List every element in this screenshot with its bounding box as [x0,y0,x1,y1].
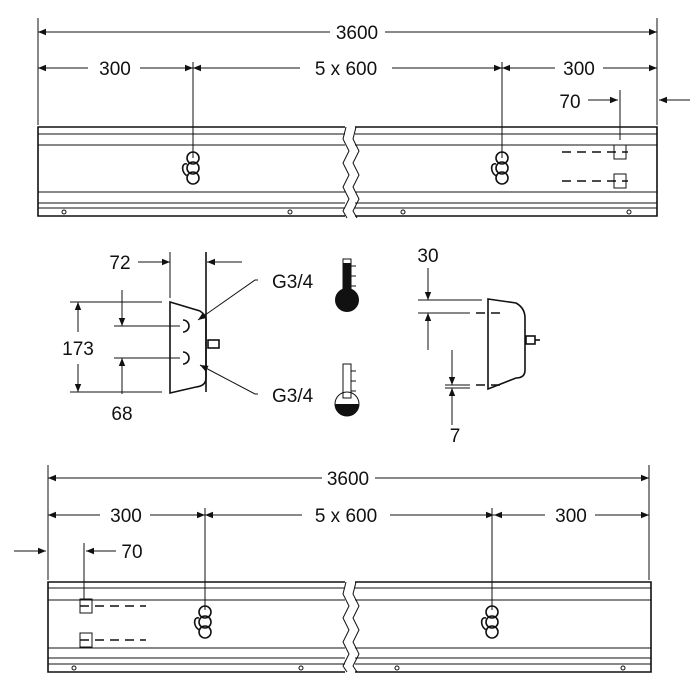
spray-nozzle-icon [193,605,212,639]
bottom-offset-dimension: 7 [450,426,461,447]
thermometer-cold-icon [334,363,360,417]
total-length-dimension: 3600 [327,469,369,490]
right-segment-dimension: 300 [563,59,595,80]
side-view: 30 7 [417,246,540,447]
thread-lower-label: G3/4 [272,386,314,407]
top-view: 3600 300 5 x 600 300 70 [37,18,690,219]
left-segment-dimension: 300 [99,59,131,80]
spray-nozzle-icon [181,151,200,185]
thread-upper-label: G3/4 [272,272,314,293]
total-length-dimension: 3600 [336,23,378,44]
top-offset-dimension: 30 [417,246,438,267]
connector-offset-dimension: 70 [121,542,142,563]
spray-nozzle-icon [490,151,509,185]
thermometer-hot-icon [335,258,359,312]
middle-segments-dimension: 5 x 600 [315,506,377,527]
shower-rail-top [37,126,658,219]
lower-offset-dimension: 68 [111,404,132,425]
middle-segments-dimension: 5 x 600 [315,59,377,80]
spray-nozzle-icon [480,605,499,639]
width-dimension: 72 [109,253,130,274]
left-segment-dimension: 300 [110,506,142,527]
connection-view: 72 173 68 G3/4 G3/4 [62,252,360,425]
connector-offset-dimension: 70 [559,92,580,113]
right-segment-dimension: 300 [555,506,587,527]
bottom-view: 3600 300 5 x 600 300 70 [14,465,652,673]
height-dimension: 173 [62,339,94,360]
shower-rail-bottom [47,581,652,673]
